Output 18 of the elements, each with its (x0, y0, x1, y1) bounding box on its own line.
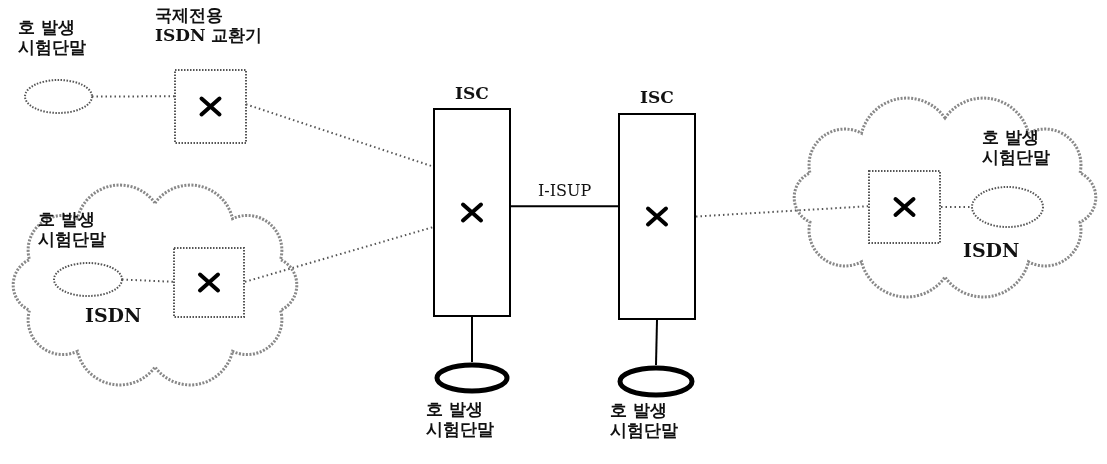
exchange-label: ISC (639, 88, 675, 108)
switch-label: 국제전용 ISDN 교환기 (155, 6, 264, 46)
terminal-label: 호 발생 시험단말 (426, 400, 495, 440)
connector-line (471, 316, 473, 363)
connector-line (655, 319, 658, 366)
network-label: ISDN (963, 240, 1021, 262)
network-label: ISDN (85, 305, 143, 327)
connector-line (91, 95, 176, 98)
terminal-label: 호 발생 시험단말 (982, 128, 1051, 168)
connector-line (940, 206, 973, 208)
connector-line (245, 103, 434, 168)
connector-line (510, 205, 619, 208)
connector-line (244, 226, 434, 283)
connector-line (695, 205, 869, 218)
terminal-label: 호 발생 시험단말 (610, 401, 679, 441)
terminal-label: 호 발생 시험단말 (18, 18, 87, 58)
terminal-label: 호 발생 시험단말 (38, 210, 107, 250)
exchange-label: ISC (454, 84, 490, 104)
